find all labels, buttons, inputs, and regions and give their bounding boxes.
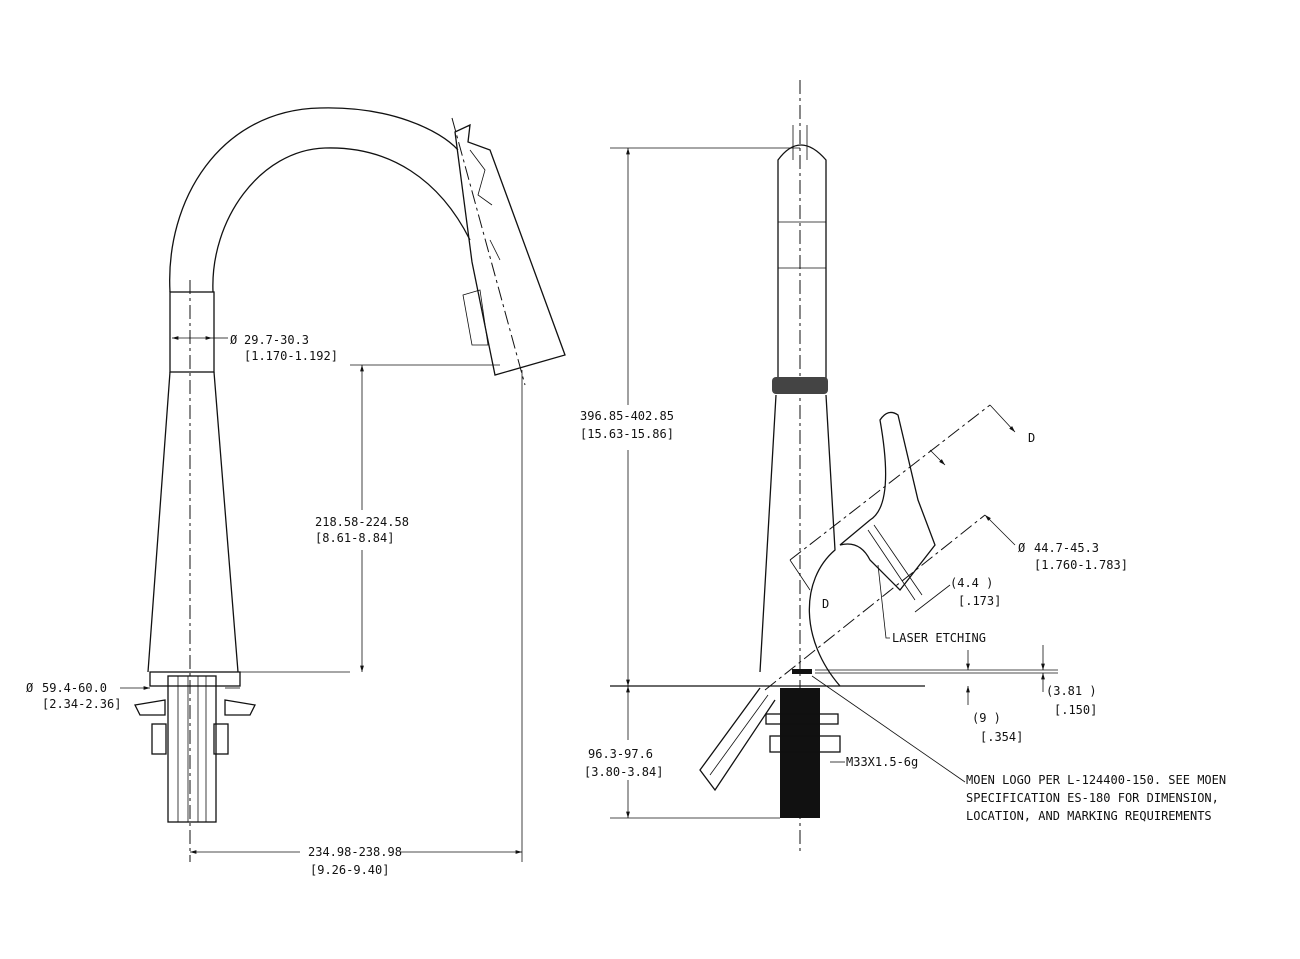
reach-mm: 234.98-238.98 bbox=[308, 845, 402, 859]
pipe-band bbox=[169, 291, 215, 373]
side-view: D D Ø 44.7-45.3 [1.760-1.783] (4.4 ) [.1… bbox=[580, 80, 1226, 852]
laser-etching-label: LASER ETCHING bbox=[892, 631, 986, 645]
body bbox=[147, 371, 239, 673]
body bbox=[759, 394, 841, 687]
handle-diameter-in: [1.760-1.783] bbox=[1034, 558, 1128, 572]
overall-height-in: [15.63-15.86] bbox=[580, 427, 674, 441]
overall-height-mm: 396.85-402.85 bbox=[580, 409, 674, 423]
thread-label: M33X1.5-6g bbox=[846, 755, 918, 769]
spray-head bbox=[454, 123, 566, 376]
spout-height-in: [8.61-8.84] bbox=[315, 531, 394, 545]
logo-offset-b-in: [.354] bbox=[980, 730, 1023, 744]
note-line-3: LOCATION, AND MARKING REQUIREMENTS bbox=[966, 809, 1212, 823]
below-deck-mm: 96.3-97.6 bbox=[588, 747, 653, 761]
logo-offset-a-in: [.150] bbox=[1054, 703, 1097, 717]
pipe-diameter-mm: 29.7-30.3 bbox=[244, 333, 309, 347]
below-deck-in: [3.80-3.84] bbox=[584, 765, 663, 779]
reach-in: [9.26-9.40] bbox=[310, 863, 389, 877]
gooseneck-outer bbox=[169, 107, 459, 293]
svg-text:Ø: Ø bbox=[230, 333, 238, 347]
handle-diameter-mm: 44.7-45.3 bbox=[1034, 541, 1099, 555]
spout bbox=[777, 144, 827, 380]
spout-height-mm: 218.58-224.58 bbox=[315, 515, 409, 529]
section-label-d: D bbox=[1028, 431, 1035, 445]
note-line-1: MOEN LOGO PER L-124400-150. SEE MOEN bbox=[966, 773, 1226, 787]
handle bbox=[839, 411, 936, 591]
svg-text:Ø: Ø bbox=[1018, 541, 1026, 555]
handle-gap-in: [.173] bbox=[958, 594, 1001, 608]
supply-hose bbox=[699, 687, 776, 792]
note-line-2: SPECIFICATION ES-180 FOR DIMENSION, bbox=[966, 791, 1219, 805]
gooseneck-inner bbox=[212, 147, 471, 293]
base-diameter-in: [2.34-2.36] bbox=[42, 697, 121, 711]
svg-text:Ø: Ø bbox=[26, 681, 34, 695]
front-view: Ø 29.7-30.3 [1.170-1.192] 218.58-224.58 … bbox=[26, 107, 566, 877]
base-diameter-mm: 59.4-60.0 bbox=[42, 681, 107, 695]
spray-centerline bbox=[451, 117, 526, 386]
threaded-shank bbox=[780, 688, 820, 818]
pipe-diameter-in: [1.170-1.192] bbox=[244, 349, 338, 363]
logo-offset-b-mm: (9 ) bbox=[972, 711, 1001, 725]
logo-offset-a-mm: (3.81 ) bbox=[1046, 684, 1097, 698]
aerator bbox=[772, 377, 828, 394]
section-label-d-lower: D bbox=[822, 597, 829, 611]
handle-gap-mm: (4.4 ) bbox=[950, 576, 993, 590]
